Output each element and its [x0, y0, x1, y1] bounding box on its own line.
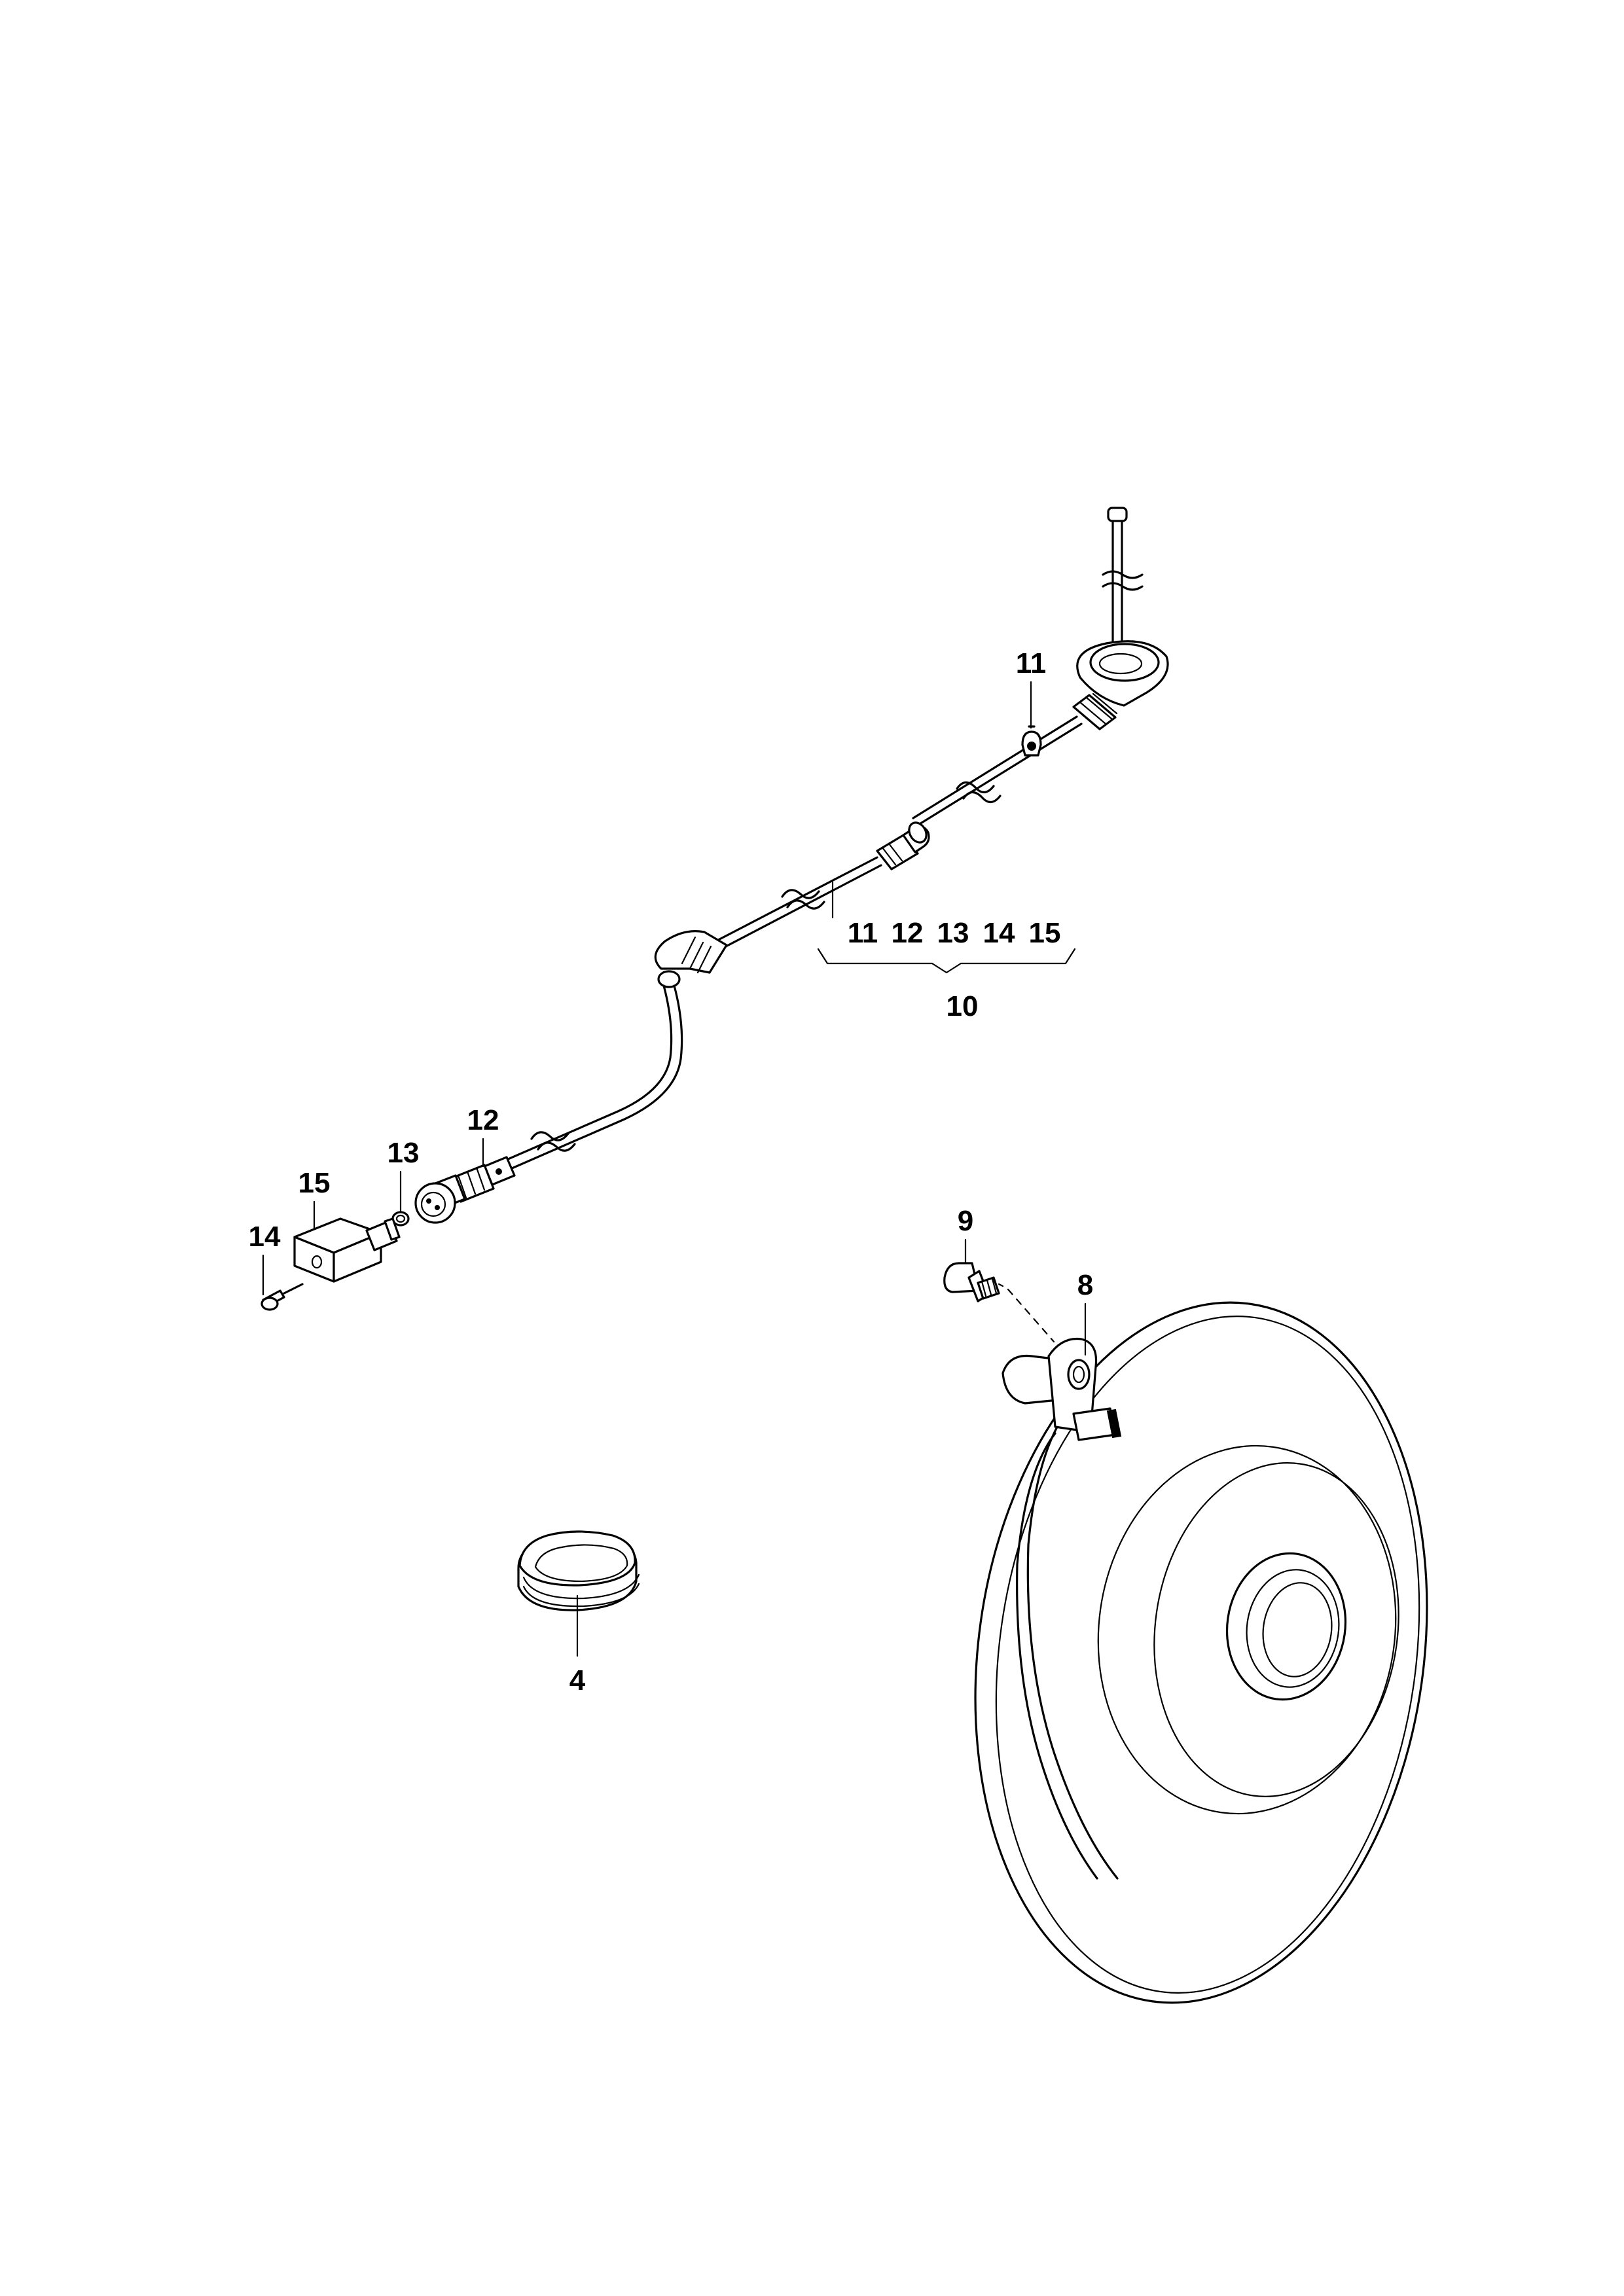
kit-item: 12	[892, 917, 924, 949]
callout-13: 13	[388, 1137, 420, 1169]
callout-12: 12	[467, 1104, 499, 1136]
kit-item: 11	[848, 917, 878, 949]
kit-item: 15	[1029, 917, 1061, 949]
callout-labels: 11 12 13 15 14 9 8 4 10 11 12 13 14 15	[249, 647, 1094, 1696]
kit-bracket	[817, 948, 1076, 974]
elbow-connector	[654, 930, 728, 988]
callout-8: 8	[1077, 1269, 1093, 1301]
sensor-plug	[414, 1156, 516, 1224]
callout-15: 15	[298, 1167, 331, 1199]
kit-item: 14	[983, 917, 1015, 949]
socket-housing	[293, 1217, 401, 1283]
callout-4: 4	[569, 1664, 586, 1696]
cable-clip	[1021, 725, 1042, 757]
speed-sensor	[1001, 1337, 1122, 1441]
cable-grommet	[1076, 640, 1169, 707]
grommet	[517, 1530, 640, 1611]
leader-lines	[262, 681, 1087, 1657]
callout-9: 9	[958, 1205, 973, 1237]
kit-item: 13	[937, 917, 969, 949]
callout-11: 11	[1016, 647, 1047, 679]
inline-connector	[876, 821, 930, 870]
bolt	[943, 1262, 1055, 1343]
sensor-cable	[261, 507, 1169, 1311]
kit-contents: 11 12 13 14 15	[848, 917, 1061, 949]
callout-14: 14	[249, 1221, 281, 1253]
brake-disc	[974, 1301, 1428, 2004]
clip-pin	[261, 1283, 304, 1311]
callout-10: 10	[947, 990, 979, 1022]
